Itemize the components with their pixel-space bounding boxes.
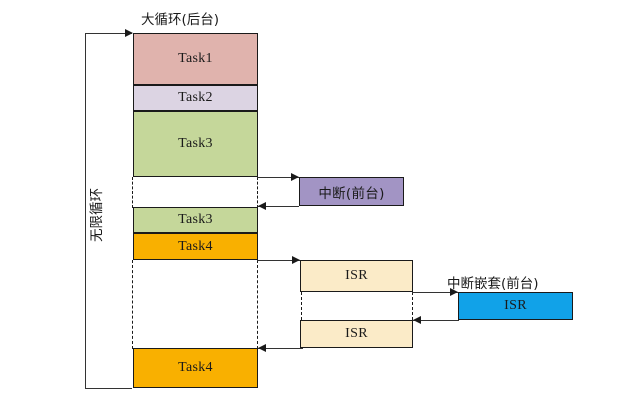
isr-return-line: [258, 348, 303, 349]
dashed-guide-left-1: [132, 177, 133, 208]
task-block-task3-second: Task3: [133, 207, 258, 233]
dashed-guide-left-2: [132, 260, 133, 349]
foreground-block-isr-nested: ISR: [458, 292, 573, 320]
dashed-guide-isr-right: [412, 292, 413, 320]
nested-enter-arrow-icon: [450, 288, 458, 296]
dashed-guide-isr-left: [301, 292, 302, 320]
foreground-block-isr-first: ISR: [300, 260, 413, 292]
isr-return-arrow-icon: [258, 344, 266, 352]
nested-enter-line: [412, 292, 458, 293]
task-block-task4-first: Task4: [133, 233, 258, 260]
loop-arrow-head-icon: [125, 29, 133, 37]
diagram-title: 大循环(后台): [141, 12, 220, 28]
foreground-block-interrupt: 中断(前台): [299, 177, 404, 206]
nested-return-line: [413, 320, 459, 321]
task-block-task2: Task2: [133, 85, 258, 111]
loop-arrow-vertical-segment: [85, 33, 86, 388]
dashed-guide-right-1: [257, 177, 258, 208]
task-block-task3-first: Task3: [133, 111, 258, 177]
interrupt-return-line: [258, 206, 299, 207]
nested-interrupt-title: 中断嵌套(前台): [447, 276, 539, 292]
task-block-task1: Task1: [133, 33, 258, 85]
isr-enter-line: [257, 260, 300, 261]
foreground-block-isr-second: ISR: [300, 320, 413, 348]
loop-arrow-bottom-segment: [85, 388, 132, 389]
interrupt-enter-arrow-icon: [291, 173, 299, 181]
loop-arrow-top-segment: [85, 33, 132, 34]
isr-enter-arrow-icon: [292, 256, 300, 264]
interrupt-return-arrow-icon: [258, 202, 266, 210]
dashed-guide-right-2: [257, 260, 258, 349]
task-block-task4-last: Task4: [133, 348, 258, 388]
nested-return-arrow-icon: [413, 316, 421, 324]
foreground-block-interrupt-label: 中断(前台): [318, 185, 385, 202]
loop-label: 无限循环: [89, 188, 105, 242]
interrupt-enter-line: [257, 177, 299, 178]
